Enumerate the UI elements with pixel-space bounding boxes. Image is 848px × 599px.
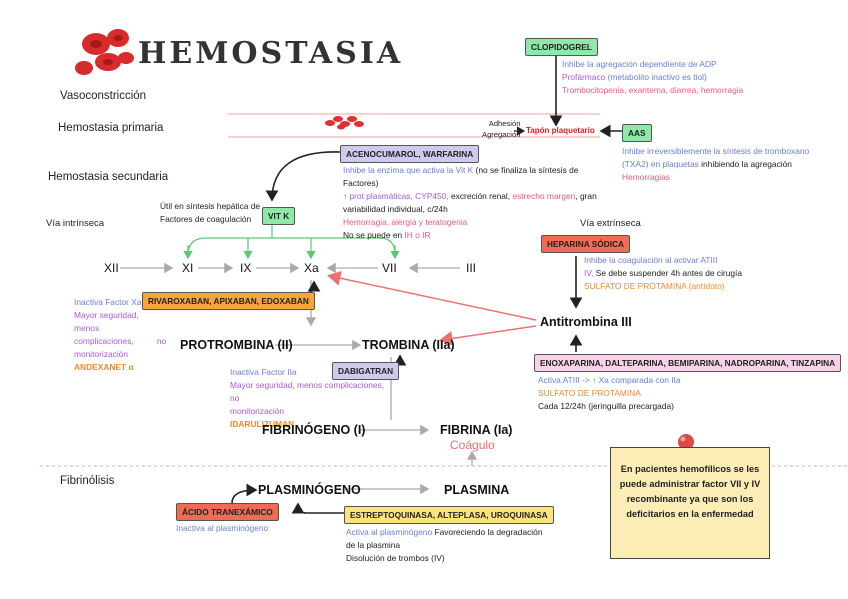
blood-cells-icon bbox=[75, 29, 134, 75]
clopidogrel-line1: Inhibe la agregación dependiente de ADP bbox=[562, 59, 717, 69]
acenocumarol-line5b: IH o IR bbox=[404, 230, 431, 240]
rivaroxaban-info: Inactiva Factor Xa bbox=[74, 296, 142, 309]
section-secondary: Hemostasia secundaria bbox=[48, 171, 169, 183]
dabigatran-info-2: Mayor seguridad, menos complicaciones, n… bbox=[230, 379, 390, 431]
clopidogrel-line3: Trombocitopenia, exantema, diarrea, hemo… bbox=[562, 85, 744, 95]
heparina-tag: HEPARINA SÓDICA bbox=[541, 235, 630, 253]
aas-info: Inhibe irreversiblemente la síntesis de … bbox=[622, 145, 822, 184]
heparina-line3: SULFATO DE PROTAMINA (antídoto) bbox=[584, 281, 725, 291]
clopidogrel-line2a: Profármaco bbox=[562, 72, 606, 82]
tranexamic-desc: Inactiva al plasminógeno bbox=[176, 523, 269, 533]
lmwh-info: Activa ATIII -> ↑ Xa comparada con IIa S… bbox=[538, 374, 768, 413]
rivaroxaban-line1: Inactiva Factor Xa bbox=[74, 297, 142, 307]
dabigatran-line4: IDARULIZUMAN bbox=[230, 419, 295, 429]
prothrombin-node: PROTROMBINA (II) bbox=[180, 338, 293, 352]
strepto-arrow bbox=[291, 502, 344, 514]
heparina-info: Inhibe la coagulación al activar ATIII I… bbox=[584, 254, 784, 293]
acenocumarol-info: Inhibe la enzima que activa la Vit K (no… bbox=[343, 164, 615, 242]
tranexamic-arrow bbox=[231, 483, 258, 504]
dabigatran-info: Inactiva Factor IIa bbox=[230, 366, 330, 379]
adhesion-label: Adhesión bbox=[488, 119, 521, 128]
strepto-tag: ESTREPTOQUINASA, ALTEPLASA, UROQUINASA bbox=[344, 506, 554, 524]
factor-xii: XII bbox=[104, 261, 119, 275]
factor-vii: VII bbox=[382, 261, 397, 275]
clot-label: Coágulo bbox=[450, 438, 495, 452]
platelet-cluster bbox=[325, 116, 364, 130]
vitk-tag: VIT K bbox=[262, 207, 296, 225]
strepto-line3: Disolución de trombos (IV) bbox=[346, 553, 445, 563]
acenocumarol-line2c: estrecho margen bbox=[512, 191, 576, 201]
rivaroxaban-line3: complicaciones, no bbox=[74, 336, 167, 346]
section-extrinsic: Vía extrínseca bbox=[580, 218, 641, 229]
rivaroxaban-line4: monitorización bbox=[74, 349, 128, 359]
acenocumarol-line3: variabilidad individual, c/24h bbox=[343, 204, 448, 214]
platelet-plug-label: Tapón plaquetario bbox=[526, 126, 595, 135]
at3-to-xa bbox=[327, 270, 537, 321]
acenocumarol-line1a: Inhibe la enzima que activa la Vit K bbox=[343, 165, 474, 175]
lmwh-tag: ENOXAPARINA, DALTEPARINA, BEMIPARINA, NA… bbox=[534, 354, 842, 372]
strepto-line1a: Activa al plasminógeno bbox=[346, 527, 433, 537]
tranexamic-tag: ÁCIDO TRANEXÁMICO bbox=[176, 503, 279, 521]
page-title: HEMOSTASIA bbox=[138, 36, 404, 71]
dabigatran-line3: monitorización bbox=[230, 406, 284, 416]
at3-to-thrombin bbox=[439, 325, 537, 346]
acenocumarol-tag: ACENOCUMAROL, WARFARINA bbox=[340, 145, 480, 163]
aggregation-label: Agregación bbox=[482, 130, 521, 139]
lmwh-line1b: comparada con IIa bbox=[608, 375, 681, 385]
rivaroxaban-line2: Mayor seguridad, menos bbox=[74, 310, 139, 333]
clopidogrel-tag: CLOPIDOGREL bbox=[525, 38, 598, 56]
heparina-line1: Inhibe la coagulación al activar ATIII bbox=[584, 255, 718, 265]
acenocumarol-line4: Hemorragia, alergia y teratogenia bbox=[343, 217, 468, 227]
acenocumarol-line1b: (no se finaliza la síntesis de Factores) bbox=[343, 165, 579, 188]
hemophilia-note: En pacientes hemofílicos se les puede ad… bbox=[610, 447, 770, 559]
lmwh-line3: Cada 12/24h (jeringuilla precargada) bbox=[538, 401, 674, 411]
aas-line3: Hemorragias bbox=[622, 172, 670, 182]
thrombin-node: TROMBINA (IIa) bbox=[362, 338, 455, 352]
antithrombin-node: Antitrombina III bbox=[540, 315, 632, 329]
factor-xa: Xa bbox=[304, 261, 319, 275]
vitk-branches bbox=[187, 237, 396, 256]
factor-iii: III bbox=[466, 261, 477, 275]
rivaroxaban-tag: RIVAROXABAN, APIXABAN, EDOXABAN bbox=[142, 292, 315, 310]
lmwh-line1a: Activa ATIII -> ↑ Xa bbox=[538, 375, 609, 385]
dabigatran-line2: Mayor seguridad, menos complicaciones, n… bbox=[230, 380, 385, 403]
aas-line2b: inhibiendo la agregación bbox=[698, 159, 792, 169]
acenocumarol-line5a: No se puede en bbox=[343, 230, 405, 240]
strepto-line1b: Favoreciendo la degradación bbox=[432, 527, 543, 537]
aas-line2a: (TXA2) en plaquetas bbox=[622, 159, 699, 169]
acenocumarol-line2d: , gran bbox=[575, 191, 597, 201]
strepto-line2: de la plasmina bbox=[346, 540, 401, 550]
vitk-note: Útil en síntesis hepática de Factores de… bbox=[160, 200, 270, 226]
plasmin-node: PLASMINA bbox=[444, 483, 510, 497]
heparina-line2b: Se debe suspender 4h antes de cirugía bbox=[593, 268, 743, 278]
fibrinogen-node: FIBRINÓGENO (I) bbox=[262, 423, 366, 437]
dabigatran-line1: Inactiva Factor IIa bbox=[230, 367, 297, 377]
lmwh-line2: SULFATO DE PROTAMINA bbox=[538, 388, 641, 398]
heparina-line2a: IV, bbox=[584, 268, 594, 278]
dabigatran-tag: DABIGATRAN bbox=[332, 362, 400, 380]
factor-ix: IX bbox=[240, 261, 252, 275]
rivaroxaban-info-2: Mayor seguridad, menos complicaciones, n… bbox=[74, 309, 166, 374]
section-intrinsic: Vía intrínseca bbox=[46, 218, 105, 229]
rivaroxaban-line5: ANDEXANET α bbox=[74, 362, 134, 372]
clopidogrel-info: Inhibe la agregación dependiente de ADP … bbox=[562, 58, 762, 97]
plasminogen-node: PLASMINÓGENO bbox=[258, 483, 361, 497]
factor-xi: XI bbox=[182, 261, 194, 275]
section-primary: Hemostasia primaria bbox=[58, 122, 164, 134]
acenocumarol-line2a: ↑ prot plasmáticas, CYP450, bbox=[343, 191, 449, 201]
vitk-note-line2: Factores de coagulación bbox=[160, 214, 252, 224]
acenocumarol-line2b: excreción renal, bbox=[448, 191, 513, 201]
clopidogrel-line2b: (metabolito inactivo es tiol) bbox=[605, 72, 707, 82]
strepto-info: Activa al plasminógeno Favoreciendo la d… bbox=[346, 526, 546, 565]
vitk-note-line1: Útil en síntesis hepática de bbox=[160, 201, 261, 211]
fibrin-node: FIBRINA (Ia) bbox=[440, 423, 513, 437]
section-vasoconstriction: Vasoconstricción bbox=[60, 90, 147, 102]
aas-line1: Inhibe irreversiblemente la síntesis de … bbox=[622, 146, 810, 156]
acenocumarol-arrow bbox=[265, 151, 341, 202]
primary-steps: Adhesión Agregación bbox=[482, 118, 520, 140]
section-fibrinolysis: Fibrinólisis bbox=[60, 475, 115, 487]
aas-tag: AAS bbox=[622, 124, 652, 142]
